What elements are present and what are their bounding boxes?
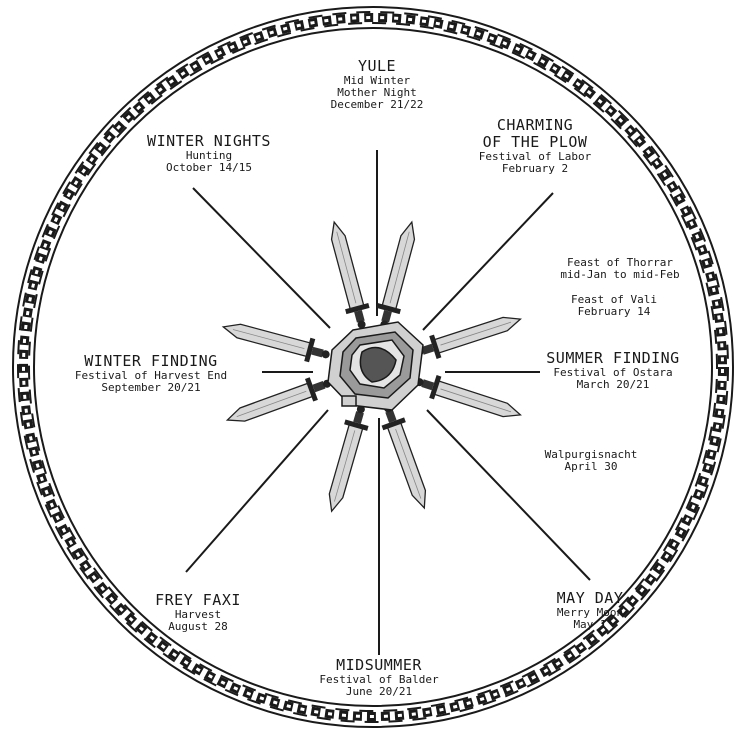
festival-may-day: MAY DAY Merry Moon May 1 (557, 590, 624, 631)
summer-finding-name: SUMMER FINDING (546, 350, 679, 367)
frey-faxi-name: FREY FAXI (155, 592, 241, 609)
thorrablot-line-2: mid-Jan to mid-Feb (560, 269, 679, 281)
may-day-name: MAY DAY (557, 590, 624, 607)
spoke-charming (423, 193, 553, 330)
sword-4 (412, 369, 524, 426)
winter-nights-line-2: October 14/15 (147, 162, 271, 174)
vali-line-2: February 14 (571, 306, 657, 318)
charming-name-1: CHARMING (479, 117, 592, 134)
midsummer-name: MIDSUMMER (319, 657, 438, 674)
festival-charming-of-the-plow: CHARMING OF THE PLOW Festival of Labor F… (479, 117, 592, 175)
yule-name: YULE (331, 58, 424, 75)
festival-winter-finding: WINTER FINDING Festival of Harvest End S… (75, 353, 227, 394)
festival-winter-nights: WINTER NIGHTS Hunting October 14/15 (147, 133, 271, 174)
central-emblem (328, 322, 423, 410)
festival-walpurgisnacht: Walpurgisnacht April 30 (545, 449, 638, 474)
spoke-winter-nights (193, 188, 330, 328)
spoke-may-day (427, 410, 590, 580)
charming-name-2: OF THE PLOW (479, 134, 592, 151)
winter-finding-line-2: September 20/21 (75, 382, 227, 394)
sword-2 (372, 219, 424, 331)
festival-frey-faxi: FREY FAXI Harvest August 28 (155, 592, 241, 633)
may-day-line-2: May 1 (557, 619, 624, 631)
charming-line-2: February 2 (479, 163, 592, 175)
festival-summer-finding: SUMMER FINDING Festival of Ostara March … (546, 350, 679, 391)
winter-finding-name: WINTER FINDING (75, 353, 227, 370)
midsummer-line-2: June 20/21 (319, 686, 438, 698)
festival-feast-of-vali: Feast of Vali February 14 (571, 294, 657, 319)
festival-yule: YULE Mid Winter Mother Night December 21… (331, 58, 424, 112)
sword-8 (220, 315, 332, 367)
sword-6 (320, 402, 373, 514)
sword-5 (375, 400, 435, 512)
summer-finding-line-2: March 20/21 (546, 379, 679, 391)
frey-faxi-line-2: August 28 (155, 621, 241, 633)
festival-feast-of-thorrar: Feast of Thorrar mid-Jan to mid-Feb (560, 257, 679, 282)
spoke-frey-faxi (186, 410, 328, 572)
walpurgis-line-2: April 30 (545, 461, 638, 473)
sword-1 (323, 219, 375, 331)
festival-midsummer: MIDSUMMER Festival of Balder June 20/21 (319, 657, 438, 698)
yule-line-3: December 21/22 (331, 99, 424, 111)
sword-3 (412, 308, 524, 365)
winter-nights-name: WINTER NIGHTS (147, 133, 271, 150)
